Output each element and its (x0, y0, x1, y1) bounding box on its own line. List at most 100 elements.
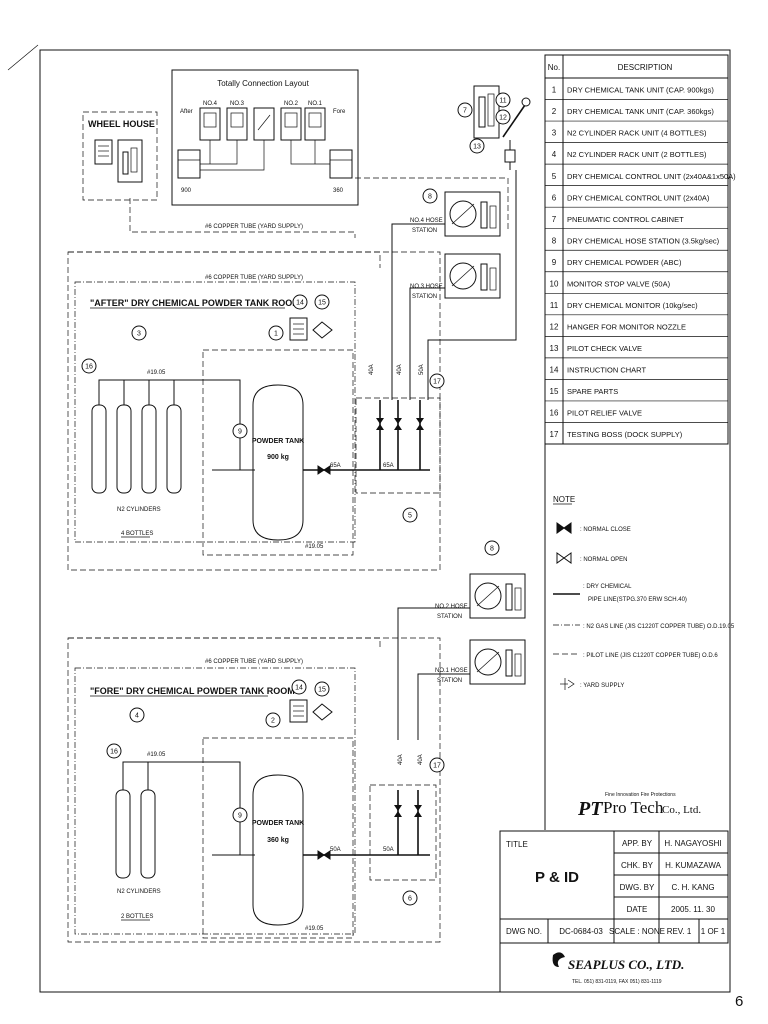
layout-unit-3: NO.2 (280, 101, 302, 141)
app-by-value: H. NAGAYOSHI (664, 839, 721, 848)
callout-bubble (291, 679, 307, 695)
after-od-label-1: #19.05 (147, 370, 166, 376)
legend-row-no: 12 (550, 322, 559, 331)
svg-text:NO.1: NO.1 (308, 101, 323, 107)
callout-bubble (314, 294, 330, 310)
legend-row-no: 13 (550, 344, 559, 353)
dwg-no-value: DC-0684-03 (559, 927, 603, 936)
layout-unit-2: NO.3 (226, 101, 248, 141)
after-65a-label-2: 65A (383, 463, 394, 469)
layout-after: After (180, 109, 193, 115)
callout-bubble (314, 681, 330, 697)
after-40a-1: 40A (369, 364, 375, 375)
svg-text:NO.3: NO.3 (230, 101, 245, 107)
fore-50a-label: 50A (330, 847, 341, 853)
page-number: 6 (735, 993, 743, 1010)
legend-col-desc: DESCRIPTION (618, 63, 673, 72)
layout-unit-4: NO.1 (304, 101, 326, 141)
layout-monitor (253, 107, 275, 141)
note-dry-pipe-1: : DRY CHEMICAL (583, 584, 632, 590)
after-tank-kg: 900 kg (267, 454, 289, 461)
callout-number: 8 (490, 546, 494, 553)
callout-bubble (429, 757, 445, 773)
callout-bubble (495, 92, 511, 108)
callout-bubble (131, 325, 147, 341)
legend-row-desc: PILOT CHECK VALVE (567, 344, 642, 353)
legend-row-desc: SPARE PARTS (567, 387, 618, 396)
legend-row-desc: INSTRUCTION CHART (567, 366, 646, 375)
after-65a-label: 65A (330, 463, 341, 469)
protech-mark: PT (577, 798, 603, 820)
legend-row-desc: DRY CHEMICAL POWDER (ABC) (567, 258, 682, 267)
callout-bubble (484, 540, 500, 556)
hose-station-no1: NO.1 HOSE STATION (417, 639, 526, 740)
legend-row-desc: HANGER FOR MONITOR NOZZLE (567, 322, 686, 331)
fore-bottles-label: 2 BOTTLES (121, 914, 153, 920)
no4-hose-label: NO.4 HOSE (410, 218, 443, 224)
fore-50a-label-2: 50A (383, 847, 394, 853)
layout-title: Totally Connection Layout (217, 79, 309, 88)
callout-bubble (422, 188, 438, 204)
corner-mark (7, 44, 39, 71)
no1-hose-label: NO.1 HOSE (435, 668, 468, 674)
no1-station-label: STATION (437, 678, 462, 684)
callout-number: 5 (408, 513, 412, 520)
protech-tagline: Fine Innovation Fire Protections (605, 792, 676, 798)
instruction-chart-icon (94, 139, 113, 165)
date-label: DATE (627, 905, 648, 914)
copper-tube-label-2: #6 COPPER TUBE (YARD SUPPLY) (205, 275, 303, 281)
fore-tank-kg: 360 kg (267, 837, 289, 844)
no2-hose-label: NO.2 HOSE (435, 604, 468, 610)
app-by-label: APP. BY (622, 839, 653, 848)
no3-station-label: STATION (412, 294, 437, 300)
legend-row-desc: DRY CHEMICAL MONITOR (10kg/sec) (567, 301, 698, 310)
fore-od-label-1: #19.05 (147, 752, 166, 758)
callout-bubble (129, 707, 145, 723)
callout-bubble (232, 423, 248, 439)
legend-row-no: 1 (552, 86, 557, 95)
callout-number: 16 (110, 749, 118, 756)
legend-row-desc: DRY CHEMICAL TANK UNIT (CAP. 360kgs) (567, 107, 714, 116)
hose-station-no3: NO.3 HOSE STATION (409, 253, 501, 350)
callout-bubble (268, 325, 284, 341)
hose-station-no4: NO.4 HOSE STATION (391, 191, 501, 350)
layout-cap-900: 900 (181, 188, 192, 194)
legend-row-no: 15 (550, 387, 559, 396)
dwg-no-label: DWG NO. (506, 927, 542, 936)
legend-row-no: 9 (552, 258, 557, 267)
after-n2-cylinders-label: N2 CYLINDERS (117, 507, 161, 513)
callout-number: 16 (85, 364, 93, 371)
legend-row-desc: N2 CYLINDER RACK UNIT (4 BOTTLES) (567, 129, 707, 138)
legend-row-desc: TESTING BOSS (DOCK SUPPLY) (567, 430, 683, 439)
legend-row-desc: PNEUMATIC CONTROL CABINET (567, 215, 684, 224)
legend-row-no: 16 (550, 409, 559, 418)
chk-by-value: H. KUMAZAWA (665, 861, 722, 870)
legend-row-no: 17 (550, 430, 559, 439)
title-label: TITLE (506, 840, 528, 849)
wheel-house-label: WHEEL HOUSE (88, 119, 155, 129)
callout-number: 3 (137, 331, 141, 338)
normal-close-symbol (556, 522, 572, 534)
note-heading: NOTE (553, 495, 575, 504)
after-cylinders (91, 379, 198, 494)
layout-fore: Fore (333, 109, 346, 115)
fore-40a-2: 40A (418, 754, 424, 765)
yard-supply-symbol (560, 678, 575, 690)
scale-value: SCALE : NONE (609, 927, 665, 936)
pneumatic-cabinet-icon (117, 139, 143, 183)
legend-row-no: 4 (552, 150, 557, 159)
dwg-by-value: C. H. KANG (671, 883, 714, 892)
no4-station-label: STATION (412, 228, 437, 234)
connection-layout: Totally Connection Layout After Fore NO.… (171, 69, 359, 206)
layout-tank-360 (329, 149, 353, 179)
legend-row-no: 10 (550, 279, 559, 288)
title-value: P & ID (535, 869, 579, 886)
legend-row-no: 6 (552, 193, 557, 202)
after-40a-2: 40A (397, 364, 403, 375)
note-dry-pipe-2: PIPE LINE(STPG.370 ERW SCH.40) (588, 597, 687, 603)
layout-tank-900 (177, 149, 201, 179)
note-n2-line: : N2 GAS LINE (JIS C1220T COPPER TUBE) O… (583, 624, 735, 630)
legend-row-desc: N2 CYLINDER RACK UNIT (2 BOTTLES) (567, 150, 707, 159)
